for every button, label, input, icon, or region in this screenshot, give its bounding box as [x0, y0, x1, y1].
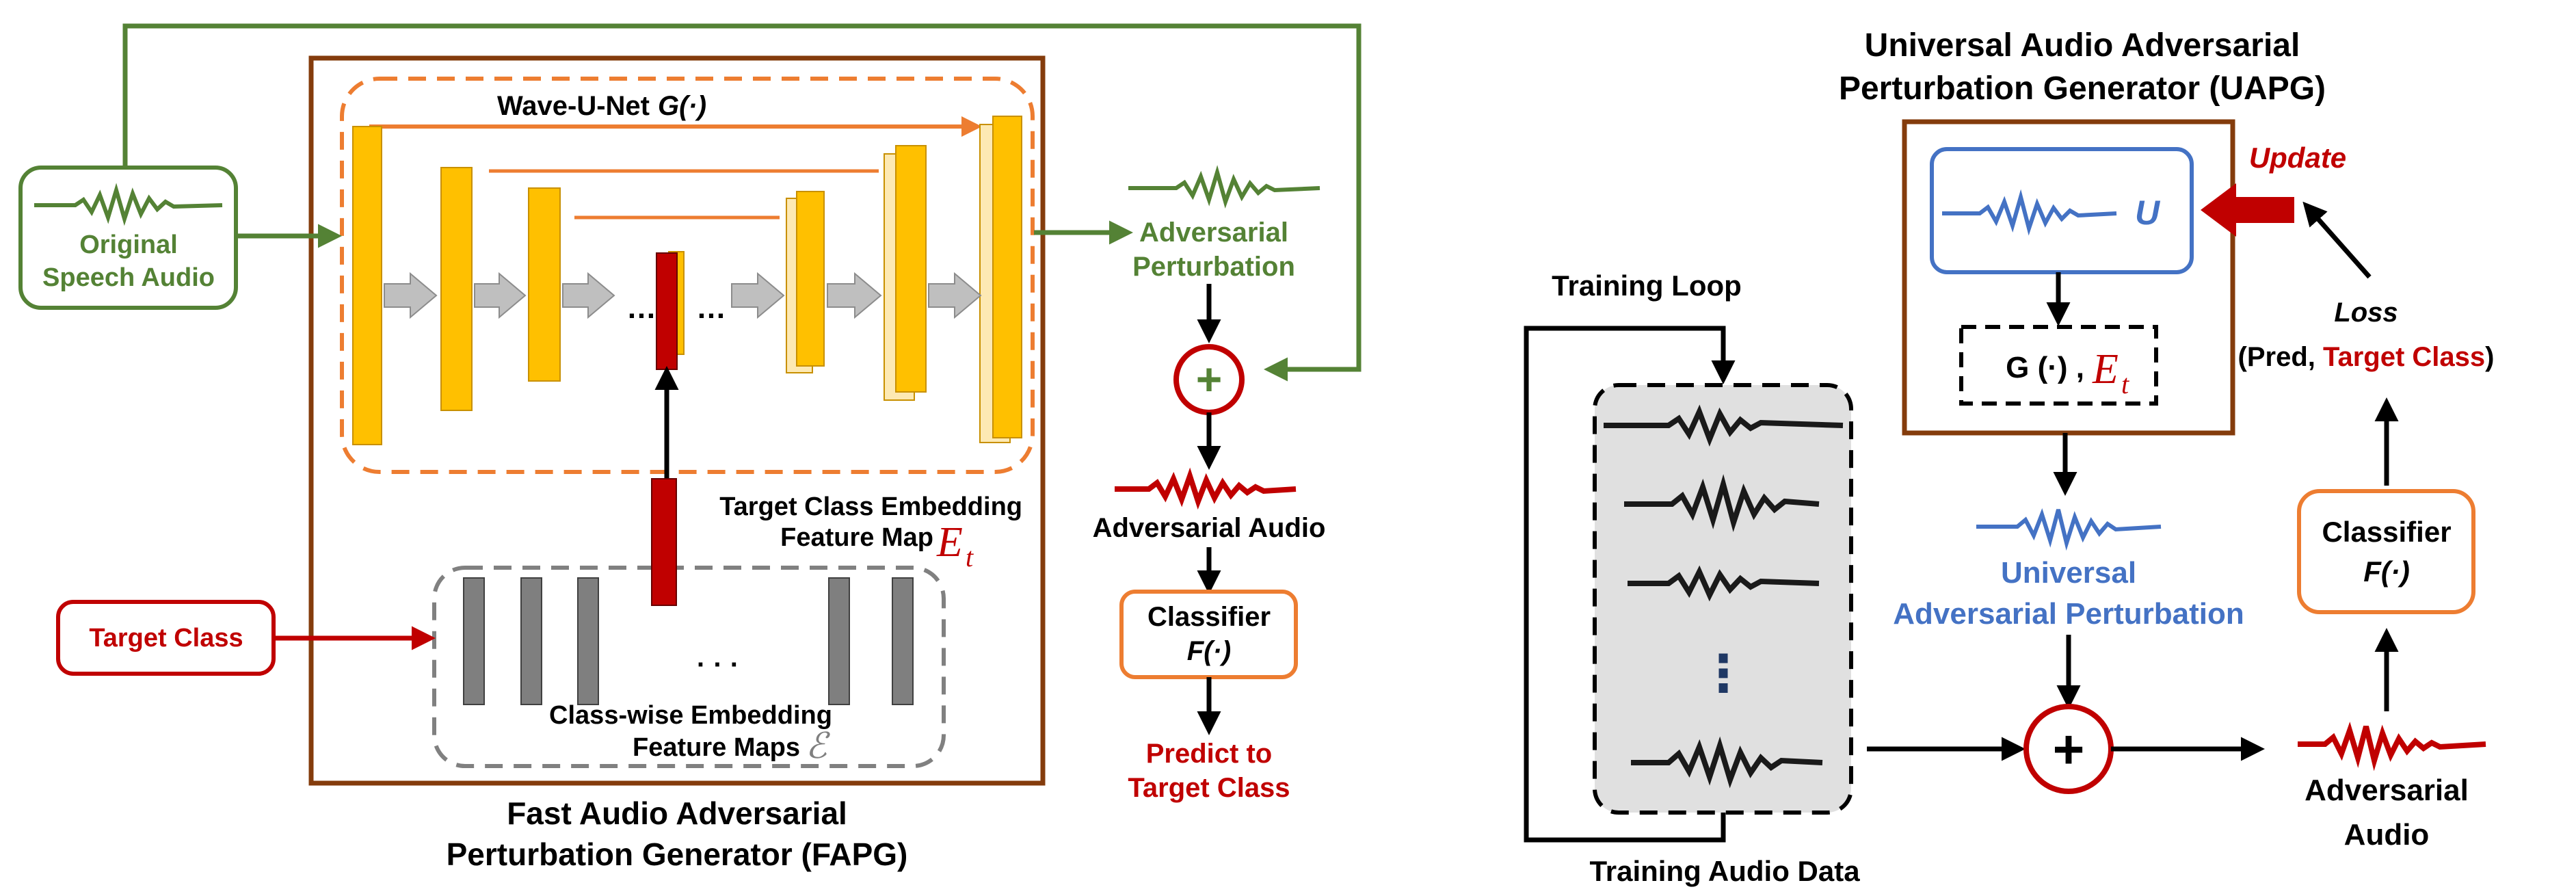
update-arrow: [2201, 183, 2294, 237]
wave-u-net-fn: G(·): [658, 91, 706, 121]
uap-label-line2: Adversarial Perturbation: [1893, 597, 2244, 631]
flow-arrow-3: [562, 272, 615, 319]
classwise-embedding-box: [432, 566, 946, 768]
training-waveform-1: [1604, 404, 1844, 447]
original-audio-waveform-icon: [34, 183, 223, 226]
fapg-title-line2: Perturbation Generator (FAPG): [447, 836, 908, 872]
uap-label-line1: Universal: [2001, 556, 2136, 590]
adv-audio-label: Adversarial Audio: [1093, 513, 1326, 543]
uapg-sum-symbol: +: [2053, 719, 2085, 780]
training-audio-waveforms: [1604, 404, 1844, 789]
class-embedding-bar-2: [520, 577, 542, 705]
generator-embedding-box: [1959, 325, 2158, 406]
fapg-sum-symbol: +: [1196, 354, 1223, 404]
class-embedding-bar-1: [463, 577, 485, 705]
adv-perturbation-label-line1: Adversarial: [1139, 218, 1288, 248]
class-embedding-bar-5: [892, 577, 914, 705]
layer-flow-arrows: [384, 272, 982, 319]
original-audio-label-line1: Original: [79, 230, 178, 259]
class-embedding-ellipsis: · · ·: [697, 650, 739, 680]
classwise-label-line1: Class-wise Embedding: [549, 701, 832, 730]
loss-pred: (Pred,: [2238, 342, 2315, 372]
adv-perturbation-label-line2: Perturbation: [1132, 252, 1295, 282]
training-waveform-3: [1628, 565, 1820, 602]
update-label: Update: [2249, 142, 2346, 174]
flow-arrow-5: [827, 272, 882, 319]
loss-close: ): [2485, 342, 2494, 372]
class-embedding-bar-4: [828, 577, 850, 705]
class-embedding-bar-3: [577, 577, 599, 705]
uapg-adv-audio-line1: Adversarial: [2305, 774, 2469, 807]
embedding-subscript: t: [966, 542, 974, 572]
uapg-classifier-fn: F(·): [2363, 555, 2410, 588]
original-audio-bypass-arrow: [122, 23, 1362, 382]
flow-arrow-6: [928, 272, 982, 319]
encoder-layer-2: [440, 167, 473, 411]
ellipsis-encoder: …: [626, 291, 656, 325]
generator-embedding-subscript: t: [2121, 369, 2129, 399]
training-waveform-2: [1624, 474, 1820, 533]
loss-target-class: Target Class: [2323, 342, 2485, 372]
uapg-box: [1902, 119, 2235, 436]
loss-detail: (Pred, Target Class): [2238, 342, 2495, 372]
classwise-symbol: ℰ: [806, 727, 830, 766]
training-audio-label: Training Audio Data: [1589, 855, 1860, 887]
prediction-label-line2: Target Class: [1128, 773, 1290, 803]
training-loop-label: Training Loop: [1552, 269, 1742, 302]
training-loop-arrow: [1524, 326, 1736, 843]
classwise-label-line2: Feature Maps: [633, 733, 800, 762]
uapg-adv-audio-waveform-icon: [2298, 722, 2486, 772]
fapg-classifier-fn: F(·): [1187, 636, 1231, 666]
target-class-input-node: Target Class: [56, 600, 276, 676]
loss-label: Loss: [2334, 298, 2398, 328]
decoder-layer-2: [895, 145, 927, 393]
loss-to-update-arrow: [2302, 201, 2372, 279]
flow-arrow-1: [384, 272, 438, 319]
wave-u-net-label: Wave-U-Net: [497, 91, 650, 121]
uapg-adv-audio-line2: Audio: [2344, 818, 2430, 852]
decoder-layer-1: [796, 191, 825, 367]
fapg-classifier-label: Classifier: [1147, 602, 1271, 632]
uapg-classifier-label: Classifier: [2322, 516, 2451, 548]
uap-waveform-icon: [1976, 508, 2162, 551]
u-waveform-icon: [1942, 189, 2117, 236]
wave-u-net-box: [340, 77, 1035, 474]
uapg-title-line2: Perturbation Generator (UAPG): [1839, 70, 2326, 107]
target-class-embedding-map: [651, 478, 677, 606]
encoder-layer-3: [528, 187, 561, 382]
generator-fn: G (·) ,: [2006, 351, 2084, 384]
flow-arrow-2: [474, 272, 527, 319]
adv-perturbation-waveform-icon: [1128, 165, 1320, 209]
embedding-symbol: E: [936, 519, 963, 566]
fapg-box: [308, 55, 1046, 786]
embedding-label-line1: Target Class Embedding: [719, 492, 1022, 521]
decoder-layer-3: [992, 116, 1022, 438]
fapg-title-line1: Fast Audio Adversarial: [507, 795, 847, 831]
target-class-label: Target Class: [89, 624, 243, 653]
original-speech-audio-node: Original Speech Audio: [18, 166, 238, 310]
training-audio-box: [1593, 383, 1853, 815]
bottleneck-embedding-layer: [656, 252, 678, 370]
generator-embedding-symbol: E: [2092, 346, 2119, 393]
training-waveform-4: [1631, 736, 1823, 789]
encoder-layer-1: [352, 126, 382, 445]
embedding-label-line2: Feature Map: [780, 523, 933, 552]
flow-arrow-4: [731, 272, 785, 319]
prediction-label-line1: Predict to: [1146, 739, 1272, 769]
adv-audio-waveform-icon: [1115, 467, 1297, 510]
universal-perturbation-u-node: U: [1930, 147, 2194, 274]
uapg-classifier-node: Classifier F(·): [2297, 489, 2475, 614]
fapg-classifier-node: Classifier F(·): [1119, 590, 1298, 679]
uapg-title-line1: Universal Audio Adversarial: [1865, 27, 2300, 64]
u-symbol: U: [2135, 194, 2161, 232]
original-audio-label-line2: Speech Audio: [42, 263, 215, 292]
training-audio-vertical-dots: ⋮: [1698, 645, 1749, 702]
ellipsis-decoder: …: [696, 291, 726, 325]
